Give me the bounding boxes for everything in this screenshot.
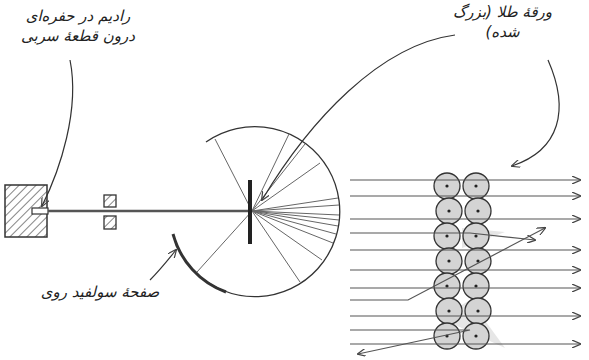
nucleus-dot <box>476 309 479 312</box>
gold-atom <box>434 173 460 199</box>
gold-atom <box>465 198 491 224</box>
scattered-rays <box>197 134 339 282</box>
gold-atom <box>463 223 489 249</box>
screen-circle <box>173 127 340 297</box>
foil-label: ورقهٔ طلا (بزرگ شده) <box>440 2 565 43</box>
nucleus-dot <box>445 234 448 237</box>
gold-atom <box>436 298 462 324</box>
nucleus-dot <box>474 184 477 187</box>
nucleus-dot <box>447 209 450 212</box>
gold-atom <box>465 298 491 324</box>
gold-atom <box>434 323 460 349</box>
gold-foil <box>248 180 252 244</box>
nucleus-dot <box>447 259 450 262</box>
gold-atom <box>434 273 460 299</box>
alpha-paths <box>350 180 580 354</box>
gold-atom <box>463 273 489 299</box>
gold-atom <box>434 223 460 249</box>
nucleus-dot <box>445 284 448 287</box>
alpha-beam <box>48 210 251 213</box>
nucleus-dot <box>476 209 479 212</box>
gold-atom <box>463 323 489 349</box>
nucleus-dot <box>445 184 448 187</box>
nucleus-dot <box>474 334 477 337</box>
leader-lines <box>42 35 559 280</box>
gold-atom <box>463 173 489 199</box>
nucleus-dot <box>474 284 477 287</box>
gold-atom <box>436 198 462 224</box>
lead-block <box>5 185 48 237</box>
screen-label: صفحهٔ سولفید روی <box>20 282 180 302</box>
source-label: رادیم در حفره‌ای درون قطعهٔ سربی <box>8 6 148 47</box>
nucleus-dot <box>474 234 477 237</box>
nucleus-dot <box>447 309 450 312</box>
